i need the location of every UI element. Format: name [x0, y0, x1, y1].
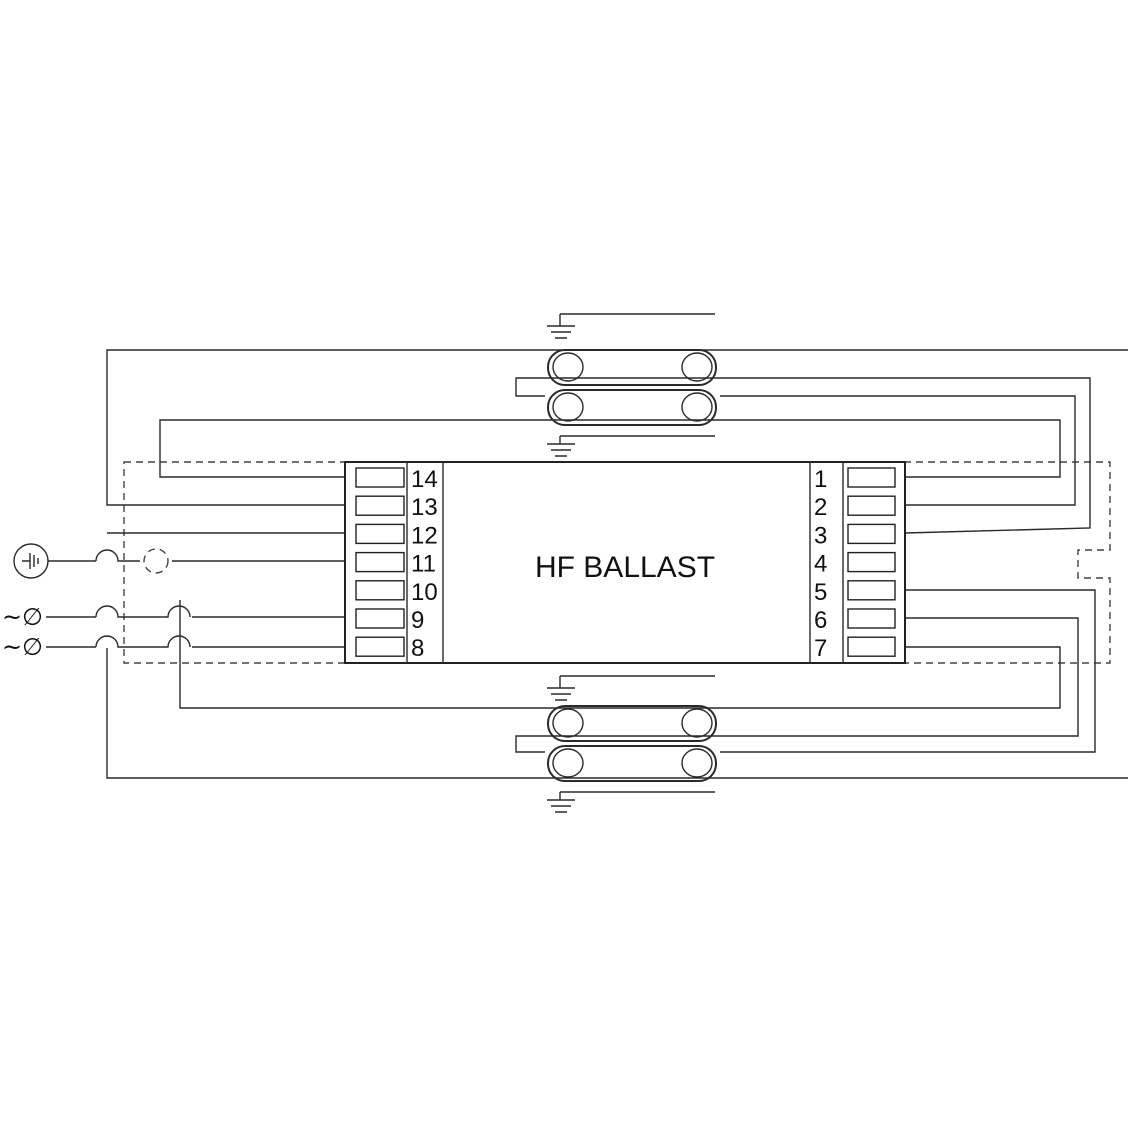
terminal-number-11: 11 [411, 551, 436, 578]
terminal-number-9: 9 [411, 607, 424, 634]
optional-earth-icon [143, 548, 169, 574]
earth-terminal-icon [13, 543, 49, 579]
lamp-tube-2 [547, 389, 717, 426]
terminal-slot-4 [847, 551, 896, 573]
phase-symbol-1: ~ [2, 603, 22, 631]
terminal-number-2: 2 [814, 494, 827, 521]
terminal-slot-2 [847, 495, 896, 516]
terminal-slot-5 [847, 580, 896, 601]
terminal-slot-1 [847, 467, 896, 488]
earth-icon [547, 313, 715, 339]
phase-symbol-2: ~ [2, 633, 22, 661]
null-symbol-2: ∅ [22, 633, 43, 661]
terminal-number-4: 4 [814, 551, 827, 578]
terminal-number-6: 6 [814, 607, 827, 634]
terminal-slot-8 [355, 636, 405, 657]
earth-icon [547, 435, 715, 457]
terminal-number-5: 5 [814, 579, 827, 606]
lamp-tube-1 [547, 349, 717, 386]
terminal-number-12: 12 [411, 522, 438, 549]
lamp-tube-3 [547, 705, 717, 742]
terminal-number-7: 7 [814, 635, 827, 662]
terminal-slot-6 [847, 608, 896, 629]
lamp-tube-4 [547, 745, 717, 782]
lower-lamps [547, 675, 717, 813]
ballast-title: HF BALLAST [535, 551, 715, 584]
terminal-slot-10 [355, 580, 405, 601]
terminal-slot-12 [355, 523, 405, 545]
null-symbol-1: ∅ [22, 603, 43, 631]
earth-icon [547, 675, 715, 701]
terminal-slot-7 [847, 636, 896, 657]
earth-icon [547, 791, 715, 813]
earth-icon [22, 553, 39, 569]
terminal-number-13: 13 [411, 494, 438, 521]
upper-lamps [547, 313, 717, 457]
terminal-slot-3 [847, 523, 896, 545]
terminal-number-3: 3 [814, 522, 827, 549]
terminal-slot-13 [355, 495, 405, 516]
mains-input: ~ ∅ ~ ∅ [2, 543, 191, 661]
terminal-number-1: 1 [814, 466, 827, 493]
terminal-number-10: 10 [411, 579, 438, 606]
terminal-slot-11 [355, 551, 405, 573]
terminal-number-14: 14 [411, 466, 438, 493]
wires [106, 349, 1128, 779]
terminal-number-8: 8 [411, 635, 424, 662]
terminal-slot-14 [355, 467, 405, 488]
terminal-slot-9 [355, 608, 405, 629]
